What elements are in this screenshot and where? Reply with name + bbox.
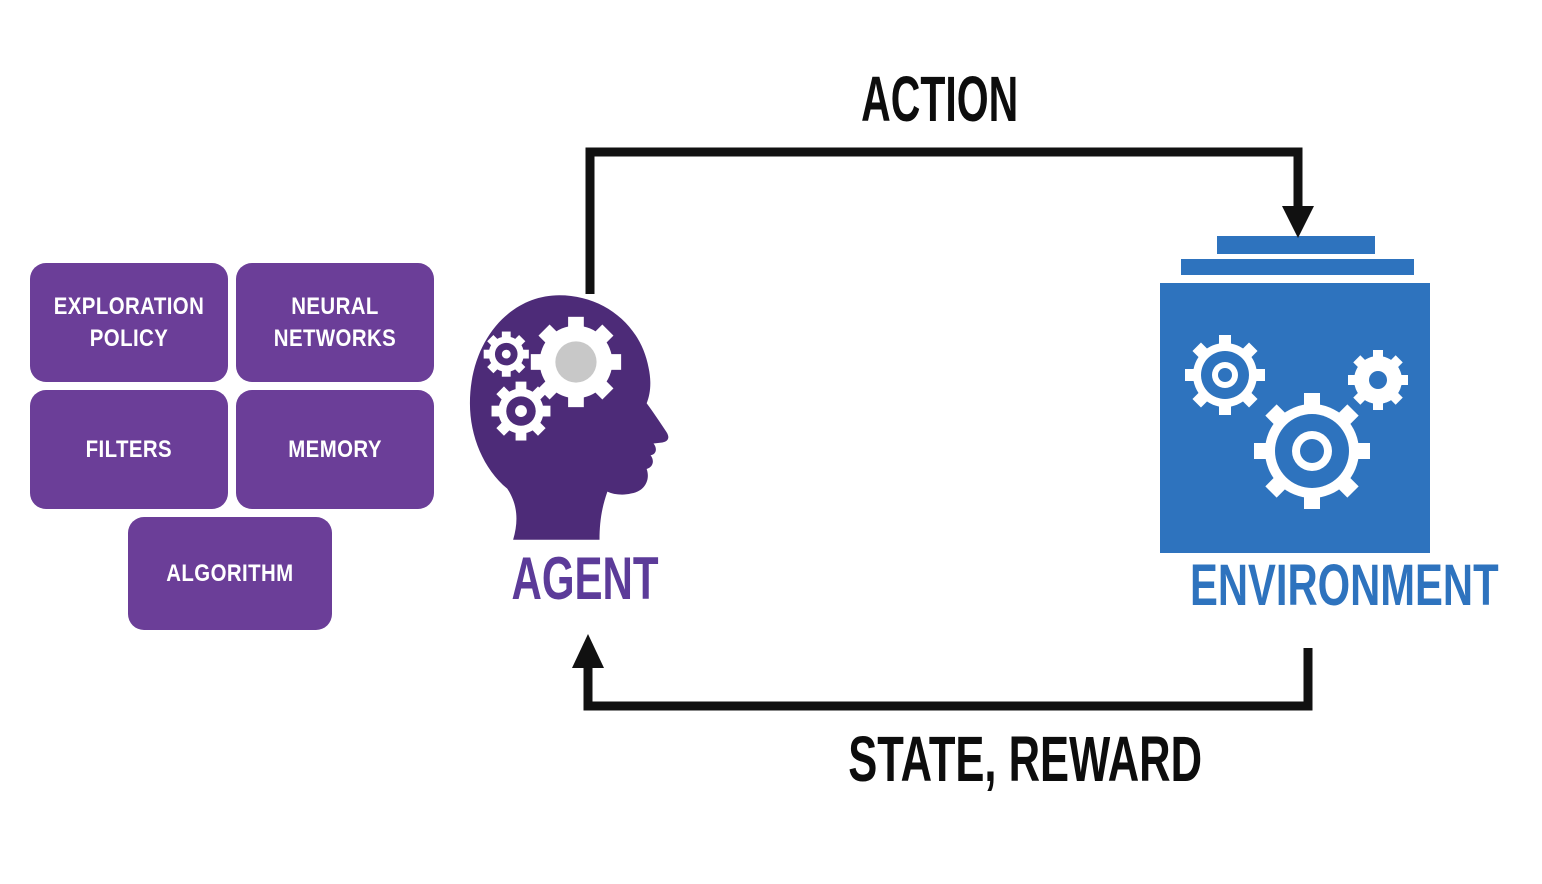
component-label: NEURAL NETWORKS (273, 293, 397, 352)
gear-icon (1185, 335, 1265, 415)
gear-icon (1348, 350, 1408, 410)
state-reward-arrow-line (583, 648, 1313, 711)
component-label: FILTERS (85, 435, 173, 463)
component-box-neural-networks: NEURAL NETWORKS (236, 263, 434, 382)
environment-lid-bar-top (1217, 236, 1375, 254)
component-box-exploration-policy: EXPLORATION POLICY (30, 263, 228, 382)
gear-icon (491, 381, 551, 441)
component-label: ALGORITHM (166, 559, 294, 587)
state-reward-arrowhead-icon (572, 634, 604, 668)
component-box-filters: FILTERS (30, 390, 228, 509)
component-box-memory: MEMORY (236, 390, 434, 509)
environment-box-icon (1160, 283, 1430, 553)
environment-label: ENVIRONMENT (1190, 553, 1499, 618)
state-reward-label: STATE, REWARD (848, 723, 1203, 795)
gear-icon (1254, 393, 1370, 509)
component-label: EXPLORATION POLICY (53, 293, 205, 352)
component-label: MEMORY (288, 435, 382, 463)
agent-label: AGENT (511, 545, 659, 612)
gear-icon (530, 316, 622, 408)
action-arrowhead-icon (1282, 206, 1314, 238)
environment-lid-bar-bottom (1181, 259, 1414, 275)
agent-head-icon (466, 286, 682, 544)
action-label: ACTION (861, 63, 1019, 135)
gear-icon (483, 331, 529, 377)
component-box-algorithm: ALGORITHM (128, 517, 332, 630)
